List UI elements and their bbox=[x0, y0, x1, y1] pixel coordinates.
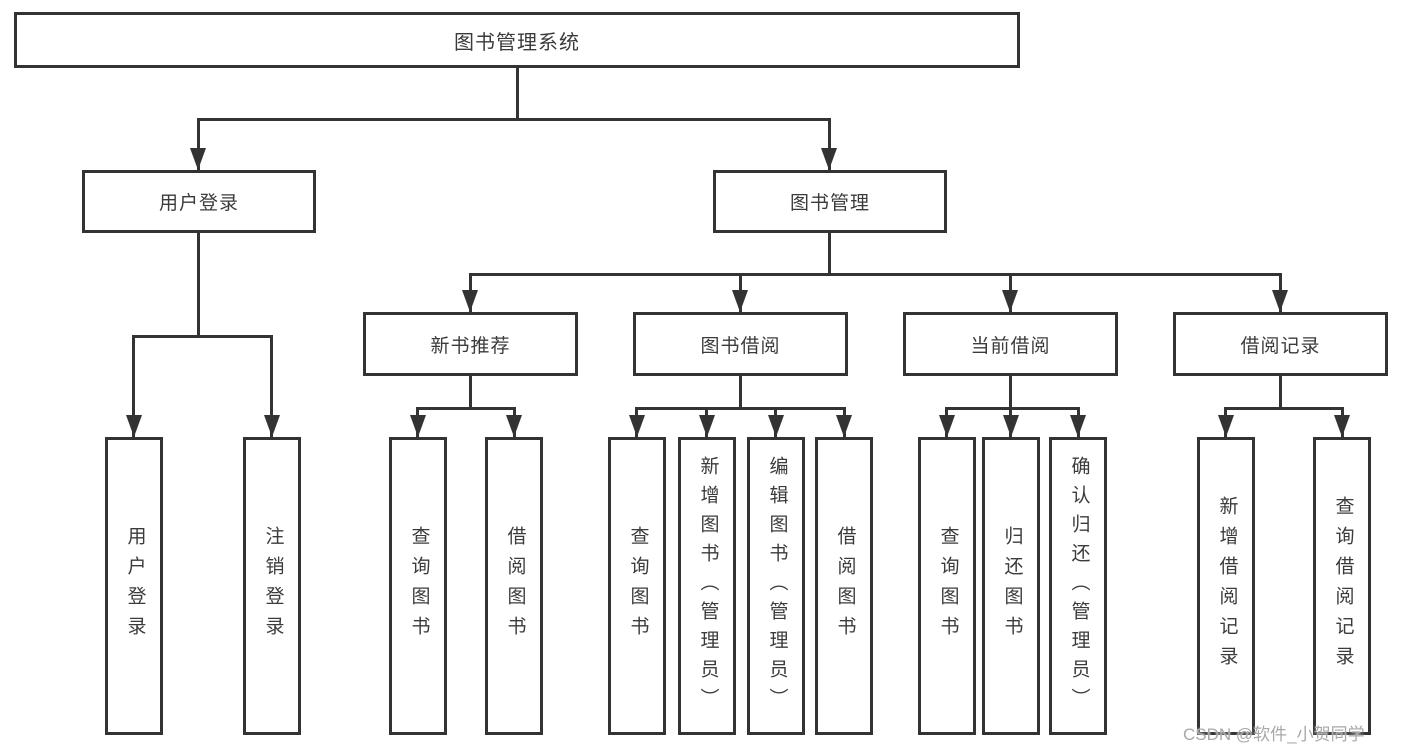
node-current-borrowing: 当前借阅 bbox=[903, 312, 1118, 376]
connector-line bbox=[828, 118, 831, 170]
connector-line bbox=[945, 407, 1080, 410]
connector-line bbox=[635, 407, 846, 410]
leaf-logout-label: 注销登录 bbox=[262, 526, 284, 646]
connector-arrow bbox=[1218, 415, 1234, 437]
leaf-add-borrow-record-label: 新增借阅记录 bbox=[1216, 496, 1238, 676]
connector-arrow bbox=[190, 148, 206, 170]
connector-arrow bbox=[1272, 290, 1288, 312]
leaf-query-books-recommend: 查询图书 bbox=[389, 437, 447, 735]
connector-line bbox=[197, 233, 200, 335]
leaf-edit-book-admin: 编辑图书（管理员） bbox=[747, 437, 805, 735]
node-borrowing-records-label: 借阅记录 bbox=[1240, 335, 1321, 357]
leaf-confirm-return-admin-label: 确认归还（管理员） bbox=[1068, 455, 1090, 717]
leaf-logout: 注销登录 bbox=[243, 437, 301, 735]
node-book-borrowing: 图书借阅 bbox=[633, 312, 848, 376]
leaf-return-book-label: 归还图书 bbox=[1001, 526, 1023, 646]
connector-line bbox=[132, 335, 273, 338]
connector-arrow bbox=[1334, 415, 1350, 437]
node-user-login: 用户登录 bbox=[82, 170, 316, 233]
connector-arrow bbox=[821, 148, 837, 170]
leaf-confirm-return-admin: 确认归还（管理员） bbox=[1049, 437, 1107, 735]
connector-arrow bbox=[462, 290, 478, 312]
connector-arrow bbox=[1070, 415, 1086, 437]
connector-line bbox=[132, 335, 135, 437]
connector-arrow bbox=[506, 415, 522, 437]
leaf-query-books-current-label: 查询图书 bbox=[937, 526, 959, 646]
watermark: CSDN @软件_小贺同学 bbox=[1183, 725, 1365, 744]
connector-arrow bbox=[732, 290, 748, 312]
connector-line bbox=[828, 233, 831, 273]
leaf-add-book-admin: 新增图书（管理员） bbox=[678, 437, 736, 735]
connector-arrow bbox=[768, 415, 784, 437]
leaf-query-books-current: 查询图书 bbox=[918, 437, 976, 735]
connector-arrow bbox=[410, 415, 426, 437]
leaf-borrow-books-recommend-label: 借阅图书 bbox=[504, 526, 526, 646]
node-current-borrowing-label: 当前借阅 bbox=[970, 335, 1051, 357]
leaf-query-borrow-record: 查询借阅记录 bbox=[1313, 437, 1371, 735]
connector-line bbox=[197, 118, 831, 121]
connector-line bbox=[1224, 407, 1344, 410]
connector-line bbox=[1009, 376, 1012, 407]
leaf-query-books-borrow-label: 查询图书 bbox=[627, 526, 649, 646]
node-root: 图书管理系统 bbox=[14, 12, 1020, 68]
connector-line bbox=[739, 376, 742, 407]
node-root-label: 图书管理系统 bbox=[454, 31, 580, 54]
connector-arrow bbox=[699, 415, 715, 437]
connector-line bbox=[270, 335, 273, 437]
connector-arrow bbox=[126, 415, 142, 437]
connector-arrow bbox=[1002, 290, 1018, 312]
connector-arrow bbox=[836, 415, 852, 437]
leaf-query-borrow-record-label: 查询借阅记录 bbox=[1332, 496, 1354, 676]
connector-line bbox=[469, 376, 472, 407]
leaf-return-book: 归还图书 bbox=[982, 437, 1040, 735]
leaf-borrow-books-borrow: 借阅图书 bbox=[815, 437, 873, 735]
leaf-edit-book-admin-label: 编辑图书（管理员） bbox=[766, 455, 788, 717]
leaf-add-borrow-record: 新增借阅记录 bbox=[1197, 437, 1255, 735]
leaf-query-books-recommend-label: 查询图书 bbox=[408, 526, 430, 646]
leaf-add-book-admin-label: 新增图书（管理员） bbox=[697, 455, 719, 717]
connector-arrow bbox=[264, 415, 280, 437]
node-book-management-label: 图书管理 bbox=[789, 193, 870, 214]
node-book-management: 图书管理 bbox=[713, 170, 947, 233]
leaf-user-login: 用户登录 bbox=[105, 437, 163, 735]
node-book-borrowing-label: 图书借阅 bbox=[700, 335, 781, 357]
connector-line bbox=[416, 407, 516, 410]
connector-arrow bbox=[629, 415, 645, 437]
node-user-login-label: 用户登录 bbox=[158, 193, 239, 214]
leaf-query-books-borrow: 查询图书 bbox=[608, 437, 666, 735]
connector-line bbox=[469, 273, 1282, 276]
leaf-borrow-books-recommend: 借阅图书 bbox=[485, 437, 543, 735]
node-new-book-recommendation-label: 新书推荐 bbox=[430, 335, 511, 357]
node-new-book-recommendation: 新书推荐 bbox=[363, 312, 578, 376]
connector-arrow bbox=[939, 415, 955, 437]
connector-arrow bbox=[1003, 415, 1019, 437]
node-borrowing-records: 借阅记录 bbox=[1173, 312, 1388, 376]
connector-line bbox=[1279, 376, 1282, 407]
connector-line bbox=[516, 68, 519, 118]
leaf-user-login-label: 用户登录 bbox=[124, 526, 146, 646]
leaf-borrow-books-borrow-label: 借阅图书 bbox=[834, 526, 856, 646]
connector-line bbox=[197, 118, 200, 170]
